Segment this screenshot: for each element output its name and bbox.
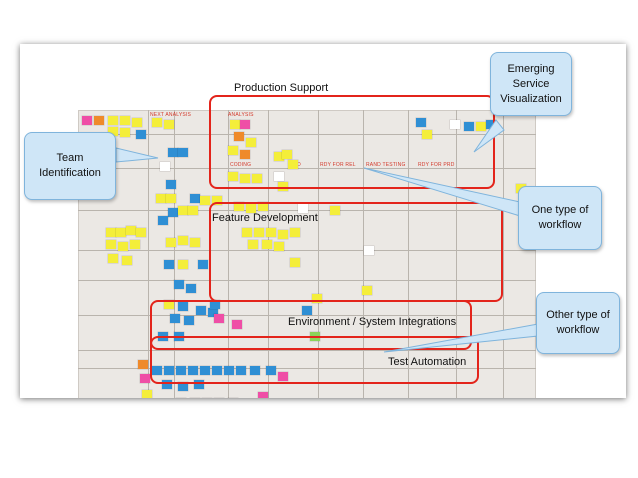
production-support-region — [209, 95, 495, 189]
board-column-divider — [268, 110, 269, 398]
board-row-divider — [78, 168, 536, 169]
callout-pointers — [115, 119, 539, 353]
callout-team-identification: Team Identification — [24, 132, 116, 200]
board-column-divider — [318, 110, 319, 398]
board-row-divider — [78, 350, 536, 351]
board-column-divider — [228, 110, 229, 398]
environment-integrations-label: Environment / System Integrations — [288, 316, 457, 328]
board-column-divider — [148, 110, 149, 398]
feature-development-label: Feature Development — [212, 212, 318, 224]
board-row-divider — [78, 315, 536, 316]
callout-other-type-workflow: Other type of workflow — [536, 292, 620, 354]
environment-integrations-region — [150, 300, 472, 350]
board-column-header: CODING — [230, 162, 252, 168]
test-automation-label: Test Automation — [388, 356, 467, 368]
slide: NEXT ANALYSIS ANALYSIS CODING TRD RDY FO… — [20, 44, 626, 398]
board-column-header: ANALYSIS — [228, 112, 254, 118]
board-row-divider — [78, 250, 536, 251]
test-automation-region — [150, 336, 479, 384]
board-column-header: RDY FOR PRD — [418, 162, 455, 168]
kanban-board-photo: NEXT ANALYSIS ANALYSIS CODING TRD RDY FO… — [78, 110, 536, 398]
callout-emerging-visualization: Emerging Service Visualization — [490, 52, 572, 116]
board-column-divider — [408, 110, 409, 398]
board-column-divider — [503, 110, 504, 398]
board-row-divider — [78, 280, 536, 281]
board-column-divider — [174, 110, 175, 398]
board-column-header: RDY FOR REL — [320, 162, 356, 168]
board-column-header: RAND TESTING — [366, 162, 406, 168]
board-row-divider — [78, 134, 536, 135]
board-column-divider — [456, 110, 457, 398]
production-support-label: Production Support — [234, 82, 329, 94]
board-column-divider — [363, 110, 364, 398]
callout-one-type-workflow: One type of workflow — [518, 186, 602, 250]
board-row-divider — [78, 368, 536, 369]
board-column-header: NEXT ANALYSIS — [150, 112, 192, 118]
